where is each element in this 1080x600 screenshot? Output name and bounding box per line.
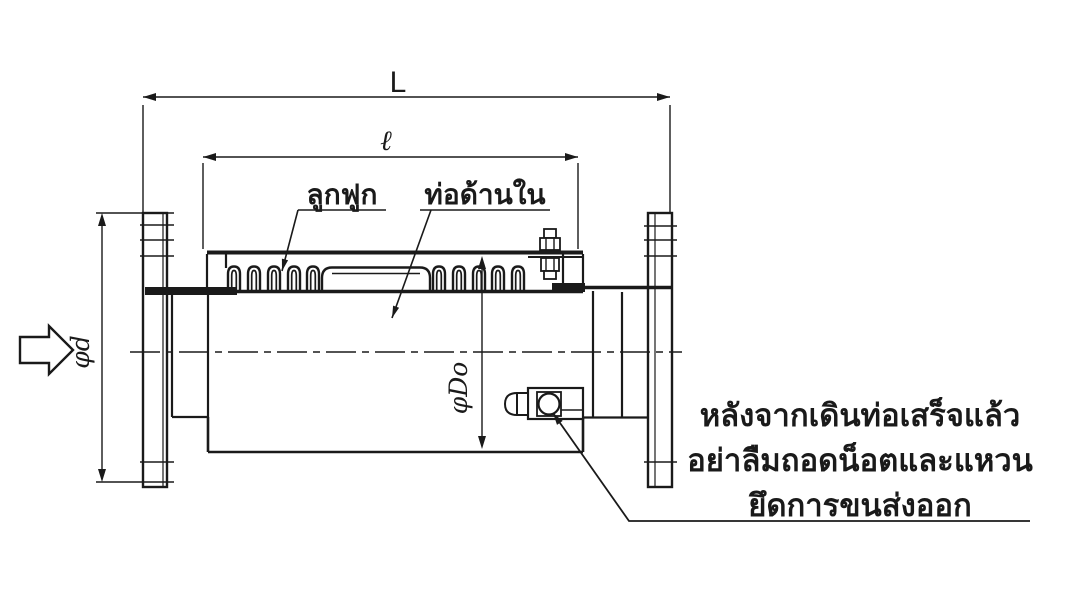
leader-line: [391, 209, 432, 319]
bellows-label: ลูกฟูก: [307, 179, 378, 212]
bellows-right-convolutions: [431, 265, 526, 293]
arrowhead-right: [657, 93, 670, 101]
inner-pipe-label: ท่อด้านใน: [424, 178, 545, 210]
cover-right-collar: [561, 254, 585, 287]
bolt-shank: [516, 392, 529, 416]
arrowhead-top: [98, 213, 106, 226]
leader-arrowhead: [281, 258, 289, 271]
transport-bolt-top: [528, 228, 583, 280]
cover-left-collar: [205, 254, 228, 290]
note-line-2: อย่าลืมถอดน็อตและแหวน: [687, 441, 1033, 478]
overall-length-label: L: [390, 66, 407, 99]
right-pipe-outline: [583, 291, 648, 419]
leader-arrowhead: [392, 305, 400, 318]
shell-bottom-outline: [206, 417, 585, 454]
right-collar-band: [552, 283, 585, 292]
washer-circle: [537, 392, 561, 416]
shell-diameter-label: φDo: [444, 362, 473, 415]
bolt-hex-head: [539, 237, 561, 251]
label-bellows: ลูกฟูก: [281, 179, 386, 272]
flow-arrow-icon: [18, 323, 75, 377]
dimension-overall-length: L: [142, 66, 671, 212]
bolt-tip: [543, 270, 557, 280]
dimension-ticks: [96, 212, 174, 483]
dimension-shell-diameter: φDo: [444, 256, 486, 449]
label-inner-pipe: ท่อด้านใน: [391, 178, 550, 319]
bellows: [226, 265, 526, 293]
flexible-length-label: ℓ: [380, 124, 392, 157]
left-flange: [140, 211, 174, 489]
bellows-center-spool: [320, 266, 432, 293]
transport-bolt-bottom: [503, 386, 585, 421]
note-leader-line: [552, 412, 1030, 522]
left-hub: [170, 295, 210, 419]
bolt-stud-tip: [543, 228, 557, 239]
arrowhead-right: [565, 153, 578, 161]
inner-pipe-walls: [145, 283, 671, 295]
arrowhead-left: [203, 153, 216, 161]
cover-shell: [205, 250, 648, 454]
dimension-flexible-length: ℓ: [202, 124, 579, 249]
bore-diameter-label: φd: [66, 335, 95, 369]
bolt-round-head: [503, 391, 518, 417]
bolt-nut: [540, 257, 560, 272]
arrowhead-top: [478, 256, 486, 269]
note-line-3: ยึดการขนส่งออก: [748, 488, 972, 523]
arrowhead-left: [143, 93, 156, 101]
dimension-bore-diameter: φd: [66, 212, 174, 483]
flange-body: [646, 211, 674, 489]
flange-body: [141, 211, 169, 489]
flange-step-lines: [140, 224, 174, 463]
dimension-extension-lines: [142, 105, 671, 212]
bellows-left-convolutions: [226, 265, 321, 293]
arrowhead-bottom: [98, 469, 106, 482]
flange-step-lines: [644, 225, 677, 463]
shipping-note: หลังจากเดินท่อเสร็จแล้ว อย่าลืมถอดน็อตแล…: [552, 396, 1033, 523]
flow-direction-arrow: [18, 323, 75, 377]
arrowhead-bottom: [478, 436, 486, 449]
dimension-extension-lines: [202, 163, 579, 249]
note-leader-arrowhead: [553, 413, 563, 425]
left-collar-band: [145, 287, 237, 295]
note-line-1: หลังจากเดินท่อเสร็จแล้ว: [700, 396, 1021, 433]
right-flange: [644, 211, 677, 489]
hub-outline: [170, 295, 210, 419]
